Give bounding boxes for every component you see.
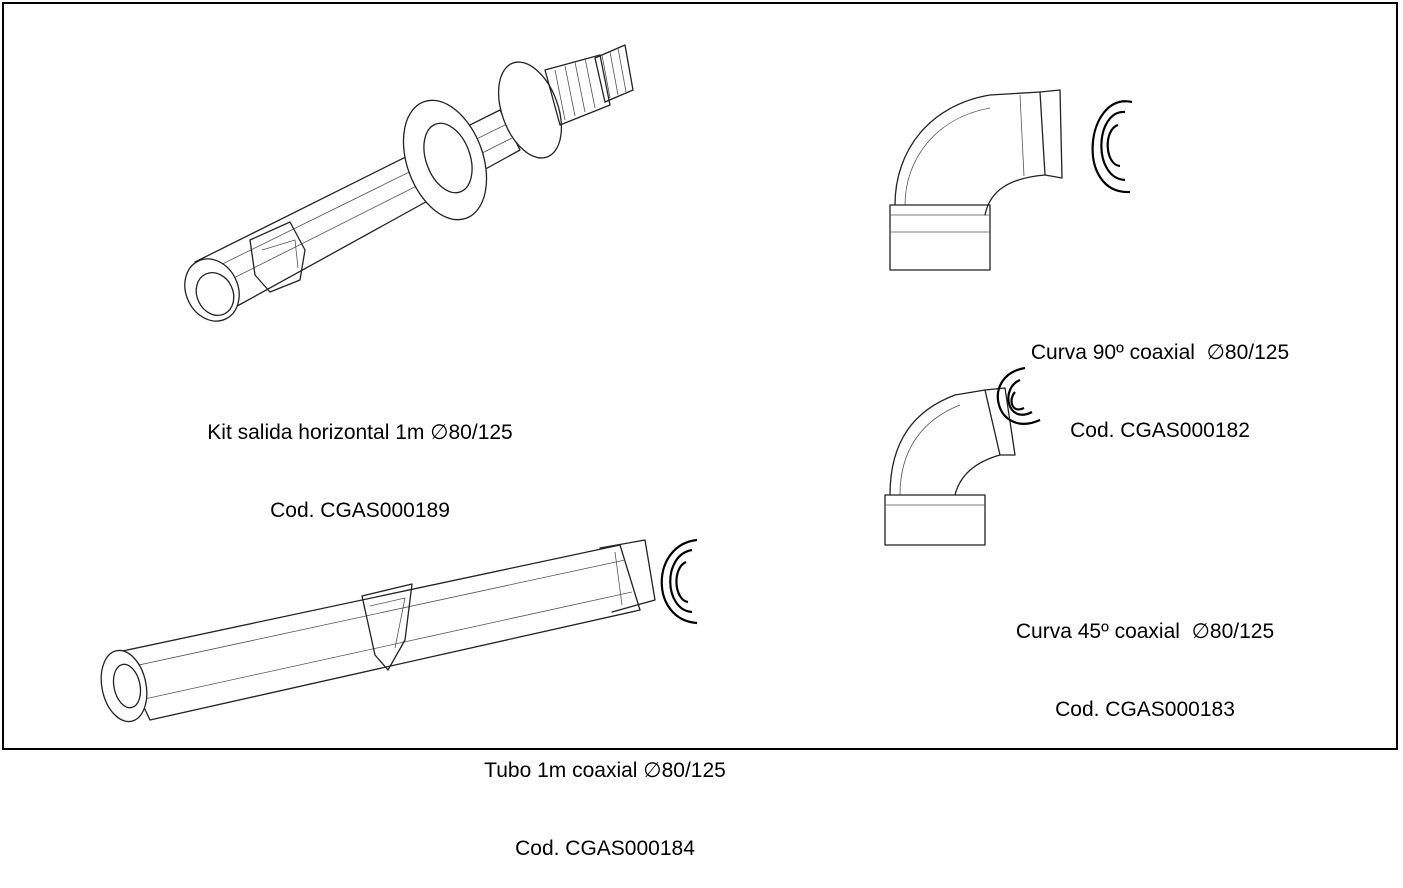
elbow-45-code: Cod. CGAS000183 [1055, 698, 1235, 721]
pipe-code: Cod. CGAS000184 [515, 837, 695, 860]
elbow-90-code: Cod. CGAS000182 [1070, 419, 1250, 442]
horizontal-outlet-kit-drawing [184, 44, 634, 322]
elbow-90-name: Curva 90º coaxial ∅80/125 [1030, 341, 1290, 364]
elbow-90-drawing [889, 89, 1063, 271]
elbow-45-name: Curva 45º coaxial ∅80/125 [1015, 620, 1275, 643]
ce-clip-45-icon [996, 366, 1041, 425]
kit-code: Cod. CGAS000189 [270, 499, 450, 522]
pipe-caption: Tubo 1m coaxial ∅80/125 Cod. CGAS000184 [410, 706, 800, 888]
elbow-45-drawing [884, 387, 1016, 546]
diagram-canvas [100, 44, 1133, 723]
kit-name: Kit salida horizontal 1m ∅80/125 [207, 421, 513, 444]
elbow-90-caption: Curva 90º coaxial ∅80/125 Cod. CGAS00018… [965, 288, 1355, 470]
pipe-name: Tubo 1m coaxial ∅80/125 [484, 759, 726, 782]
ce-clip-pipe-icon [660, 538, 698, 625]
coaxial-pipe-drawing [100, 539, 656, 723]
elbow-45-caption: Curva 45º coaxial ∅80/125 Cod. CGAS00018… [950, 567, 1340, 749]
ce-clip-90-icon [1091, 100, 1133, 194]
diagram-frame [2, 2, 1398, 750]
kit-caption: Kit salida horizontal 1m ∅80/125 Cod. CG… [160, 368, 560, 550]
